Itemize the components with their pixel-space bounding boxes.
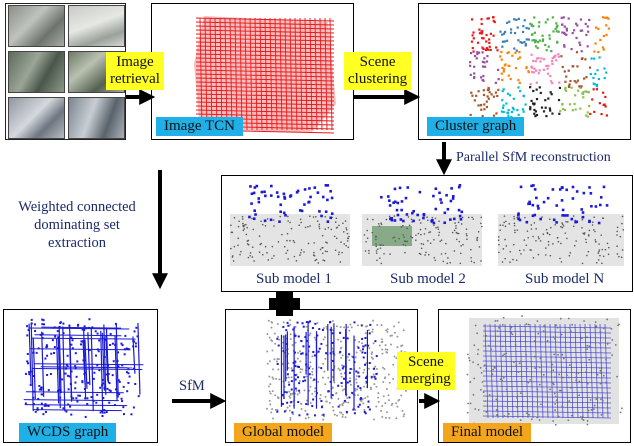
- wcds-extraction-step: Weighted connected dominating set extrac…: [18, 199, 136, 251]
- final-model: [466, 315, 623, 427]
- wcds-graph-panel: WCDS graph: [3, 309, 158, 443]
- cluster-graph-label: Cluster graph: [427, 117, 525, 136]
- sub-model-n-label: Sub model N: [525, 271, 605, 287]
- aerial-photo: [68, 5, 125, 47]
- image-tcn-panel: Image TCN: [151, 3, 354, 140]
- parallel-sfm-step: Parallel SfM reconstruction: [456, 150, 611, 165]
- global-model: [265, 319, 407, 421]
- cluster-graph-panel: Cluster graph: [418, 3, 631, 140]
- final-model-panel: Final model: [438, 309, 631, 443]
- cluster-graph: [469, 16, 610, 119]
- image-tcn-label: Image TCN: [156, 117, 243, 136]
- scene-merging-step: Scene merging: [397, 352, 455, 390]
- sub-model-scenes: [230, 184, 625, 266]
- input-images-panel: [5, 3, 126, 140]
- tcn-grid: [194, 16, 336, 134]
- wcds-graph: [23, 318, 144, 418]
- sfm-step: SfM: [179, 378, 205, 394]
- wcds-graph-label: WCDS graph: [19, 423, 117, 442]
- image-retrieval-step: Image retrieval: [106, 52, 164, 90]
- scene-clustering-step: Scene clustering: [344, 52, 412, 90]
- global-model-panel: Global model: [225, 309, 418, 443]
- final-model-label: Final model: [443, 423, 532, 442]
- sub-model-1-label: Sub model 1: [256, 271, 332, 287]
- sub-model-2-label: Sub model 2: [390, 271, 466, 287]
- sub-models-panel: Sub model 1 Sub model 2 Sub model N: [221, 175, 633, 292]
- aerial-photo: [68, 97, 125, 139]
- aerial-photo: [8, 51, 65, 93]
- global-model-label: Global model: [234, 423, 333, 442]
- aerial-photo: [8, 5, 65, 47]
- aerial-photo: [8, 97, 65, 139]
